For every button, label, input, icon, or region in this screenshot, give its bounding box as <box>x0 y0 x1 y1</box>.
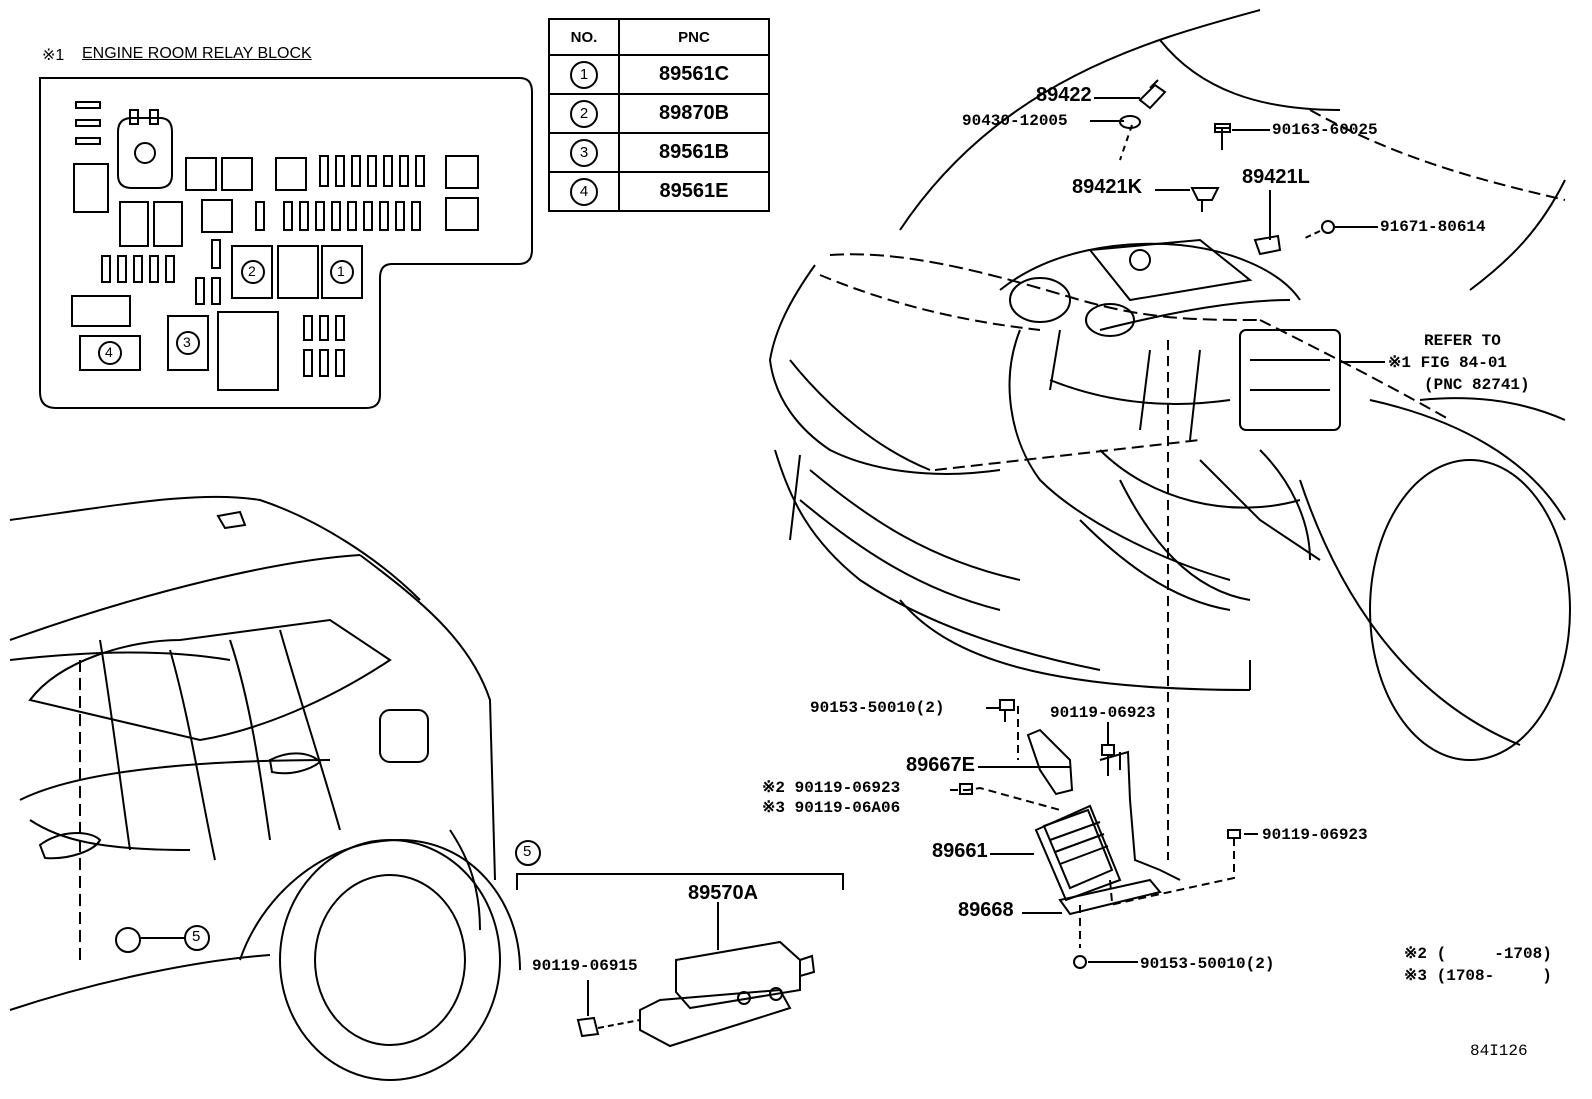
pnc-row-no: 4 <box>570 177 598 206</box>
part-label-90119-06923-upper[interactable]: 90119-06923 <box>1050 704 1156 722</box>
pnc-row: 4 89561E <box>548 171 770 212</box>
pnc-table: NO. PNC 1 89561C 2 89870B 3 89561B 4 895… <box>548 18 770 212</box>
pnc-row-value[interactable]: 89561C <box>618 54 770 95</box>
part-label-90430-12005[interactable]: 90430-12005 <box>962 112 1068 130</box>
engine-assembly <box>999 238 1341 611</box>
part-label-90119-06923-right[interactable]: 90119-06923 <box>1262 826 1368 844</box>
bolt-91671 <box>1304 220 1335 239</box>
part-label-89422[interactable]: 89422 <box>1036 84 1092 106</box>
part-label-91671-80614[interactable]: 91671-80614 <box>1380 218 1486 236</box>
pnc-header-pnc: PNC <box>618 18 770 56</box>
ecu-assembly <box>950 699 1258 969</box>
relay-block-marker: ※1 <box>42 47 65 64</box>
note-3: ※3 (1708- ) <box>1404 967 1552 985</box>
refer-note-line1: REFER TO <box>1424 332 1501 350</box>
sensor-89422 <box>1138 79 1167 110</box>
part-label-89668[interactable]: 89668 <box>958 899 1014 921</box>
refer-note-line2[interactable]: ※1 FIG 84-01 <box>1388 354 1508 372</box>
part-label-90119-06915[interactable]: 90119-06915 <box>532 957 638 975</box>
relay-position-3: 3 <box>183 334 191 350</box>
part-label-89661[interactable]: 89661 <box>932 840 988 862</box>
part-label-90153-50010-lower[interactable]: 90153-50010(2) <box>1140 955 1275 973</box>
inset-5-frame <box>516 873 844 890</box>
part-label-90119-06923-note2[interactable]: ※2 90119-06923 <box>762 779 901 797</box>
part-label-90163-60025[interactable]: 90163-60025 <box>1272 121 1378 139</box>
pnc-row-no: 1 <box>570 60 598 89</box>
pnc-row: 2 89870B <box>548 93 770 134</box>
part-label-90153-50010-upper[interactable]: 90153-50010(2) <box>810 699 945 717</box>
part-label-89570a[interactable]: 89570A <box>688 882 759 904</box>
pnc-row-no: 2 <box>570 99 598 128</box>
note-2: ※2 ( -1708) <box>1404 945 1552 963</box>
relay-block-outline <box>39 77 533 409</box>
relay-position-2: 2 <box>248 263 256 279</box>
sensor-89421k <box>1190 187 1220 212</box>
bolt-90163 <box>1214 123 1231 150</box>
pnc-row: 3 89561B <box>548 132 770 173</box>
pnc-header-no: NO. <box>548 18 620 56</box>
pnc-row: 1 89561C <box>548 54 770 95</box>
figure-id: 84I126 <box>1470 1042 1528 1060</box>
rear-vehicle-outline <box>9 495 521 1081</box>
callout-5-vehicle: 5 <box>192 928 201 945</box>
part-label-89421l[interactable]: 89421L <box>1242 166 1310 188</box>
callout-5-inset: 5 <box>523 843 532 860</box>
pnc-table-header: NO. PNC <box>548 18 770 56</box>
pnc-row-no: 3 <box>570 138 598 167</box>
gasket-90430 <box>1119 115 1141 129</box>
front-vehicle-outline <box>768 9 1571 761</box>
relay-position-4: 4 <box>105 344 113 360</box>
ecu-89570a <box>576 902 816 1048</box>
refer-note-line3: (PNC 82741) <box>1424 376 1530 394</box>
part-label-89421k[interactable]: 89421K <box>1072 176 1143 198</box>
pnc-row-value[interactable]: 89561B <box>618 132 770 173</box>
sensor-89421l <box>1253 234 1282 256</box>
relay-block-title: ENGINE ROOM RELAY BLOCK <box>82 45 312 62</box>
relay-position-1: 1 <box>337 263 345 279</box>
pnc-row-value[interactable]: 89870B <box>618 93 770 134</box>
leader-lines-engine <box>1090 97 1385 860</box>
part-label-90119-06a06-note3[interactable]: ※3 90119-06A06 <box>762 799 901 817</box>
pnc-row-value[interactable]: 89561E <box>618 171 770 212</box>
part-label-89667e[interactable]: 89667E <box>906 754 975 776</box>
relay-block-components <box>71 101 479 391</box>
